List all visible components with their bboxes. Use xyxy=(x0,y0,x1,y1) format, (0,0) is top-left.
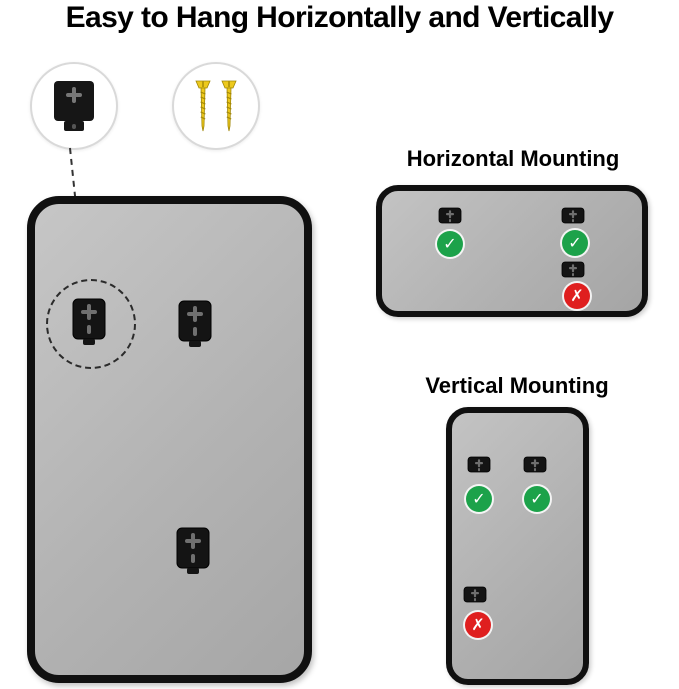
vertical-mounting-demo: ✓ ✓ ✗ xyxy=(446,407,589,685)
vertical-mounting-heading: Vertical Mounting xyxy=(425,373,609,398)
mounting-bracket-icon xyxy=(523,456,547,474)
cross-icon: ✗ xyxy=(465,612,491,638)
mounting-bracket-icon xyxy=(561,207,585,225)
check-icon: ✓ xyxy=(562,230,588,256)
screw-icon xyxy=(194,80,212,132)
mounting-bracket-icon xyxy=(438,207,462,225)
horizontal-mounting-heading: Horizontal Mounting xyxy=(406,146,620,171)
cross-icon: ✗ xyxy=(564,283,590,309)
page-title: Easy to Hang Horizontally and Vertically xyxy=(65,1,614,34)
keyhole-bracket-icon xyxy=(50,79,98,133)
bracket-highlight-circle xyxy=(46,279,136,369)
mirror-back-panel xyxy=(27,196,312,683)
check-icon: ✓ xyxy=(437,231,463,257)
mounting-bracket-icon xyxy=(463,586,487,604)
screws-detail-callout xyxy=(172,62,260,150)
check-icon: ✓ xyxy=(466,486,492,512)
bracket-detail-callout xyxy=(30,62,118,150)
mounting-bracket-icon xyxy=(467,456,491,474)
screw-icon xyxy=(220,80,238,132)
mounting-bracket-icon xyxy=(561,261,585,279)
mounting-bracket-icon xyxy=(72,298,106,346)
mounting-bracket-icon xyxy=(178,300,212,348)
check-icon: ✓ xyxy=(524,486,550,512)
mounting-bracket-icon xyxy=(176,527,210,575)
horizontal-mounting-demo: ✓ ✓ ✗ xyxy=(376,185,648,317)
